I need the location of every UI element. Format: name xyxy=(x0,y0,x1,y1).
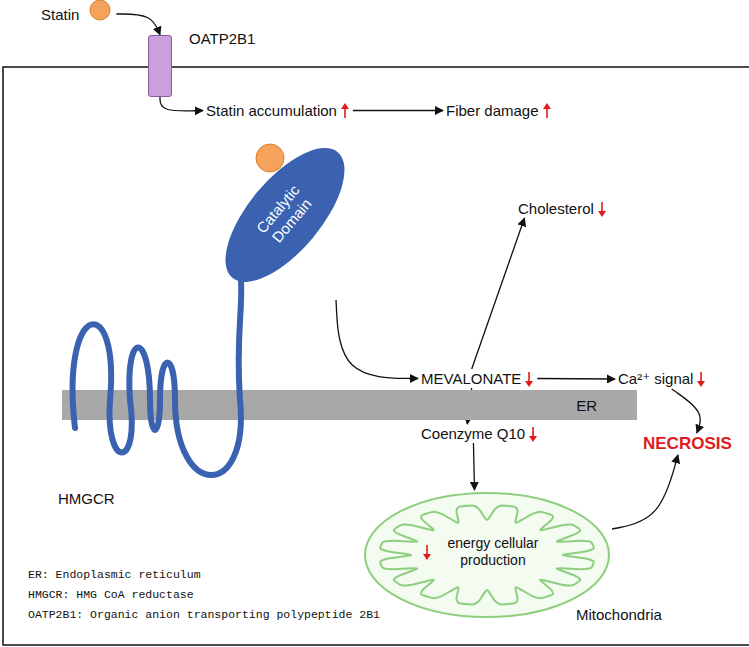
node-text: Statin xyxy=(41,6,79,23)
increase-arrow xyxy=(542,103,552,119)
decrease-arrow xyxy=(524,371,534,387)
process-text: Fiber damage xyxy=(443,101,555,120)
process-text: Statin accumulation xyxy=(203,101,353,120)
catalytic-ellipse: Catalytic Domain xyxy=(200,130,370,300)
arrow-connector xyxy=(672,389,701,433)
arrow-connector xyxy=(612,455,678,529)
arrow-connector xyxy=(353,110,443,111)
outer-membrane xyxy=(365,493,609,617)
increase-arrow xyxy=(340,103,350,119)
transmembrane-loops xyxy=(73,270,242,475)
organelle-label: Mitochondria xyxy=(576,606,662,623)
metabolite-text: MEVALONATE xyxy=(418,369,537,388)
node-text: OATP2B1 xyxy=(189,30,255,47)
decrease-arrow xyxy=(696,371,706,387)
statin-molecule xyxy=(87,0,113,23)
mitochondrion: energy cellular productionMitochondria xyxy=(362,490,612,620)
node-text: NECROSIS xyxy=(643,434,732,453)
abbreviation-note: OATP2B1: Organic anion transporting poly… xyxy=(28,608,380,621)
decrease-arrow xyxy=(597,201,607,217)
metabolite-text: Coenzyme Q10 xyxy=(418,424,541,443)
protein-label: HMGCR xyxy=(58,490,115,507)
decrease-arrow xyxy=(528,426,538,442)
node-text: Fiber damage xyxy=(446,102,539,119)
arrow-connector xyxy=(116,14,160,35)
process-text: energy cellular production xyxy=(434,535,552,569)
statin-molecule xyxy=(256,144,284,172)
text-group: energy cellular production xyxy=(422,535,552,569)
cristae xyxy=(380,506,594,605)
catalytic-domain xyxy=(205,130,366,300)
node-text: Coenzyme Q10 xyxy=(421,425,525,442)
signal-text: Ca²⁺ signal xyxy=(615,369,709,389)
arrow-connector xyxy=(336,300,418,379)
metabolite-text: Cholesterol xyxy=(515,199,610,218)
arrow-connector xyxy=(160,97,203,111)
decrease-arrow xyxy=(422,544,432,560)
abbreviation-note: ER: Endoplasmic reticulum xyxy=(28,568,201,581)
arrow-connector xyxy=(473,443,474,490)
node-text: Cholesterol xyxy=(518,200,594,217)
outcome-text: NECROSIS xyxy=(640,433,735,455)
drug-label: Statin xyxy=(38,4,116,24)
transporter-box: OATP2B1 xyxy=(148,35,172,97)
er-band: ER xyxy=(62,390,637,420)
arrow-connector xyxy=(472,218,525,369)
node-text: Statin accumulation xyxy=(206,102,337,119)
abbreviation-note: HMGCR: HMG CoA reductase xyxy=(28,588,194,601)
node-text: MEVALONATE xyxy=(421,370,521,387)
arrow-connector xyxy=(537,378,615,380)
node-text: ER xyxy=(576,397,597,414)
node-text: Ca²⁺ signal xyxy=(618,370,693,388)
cell-membrane xyxy=(3,67,749,645)
